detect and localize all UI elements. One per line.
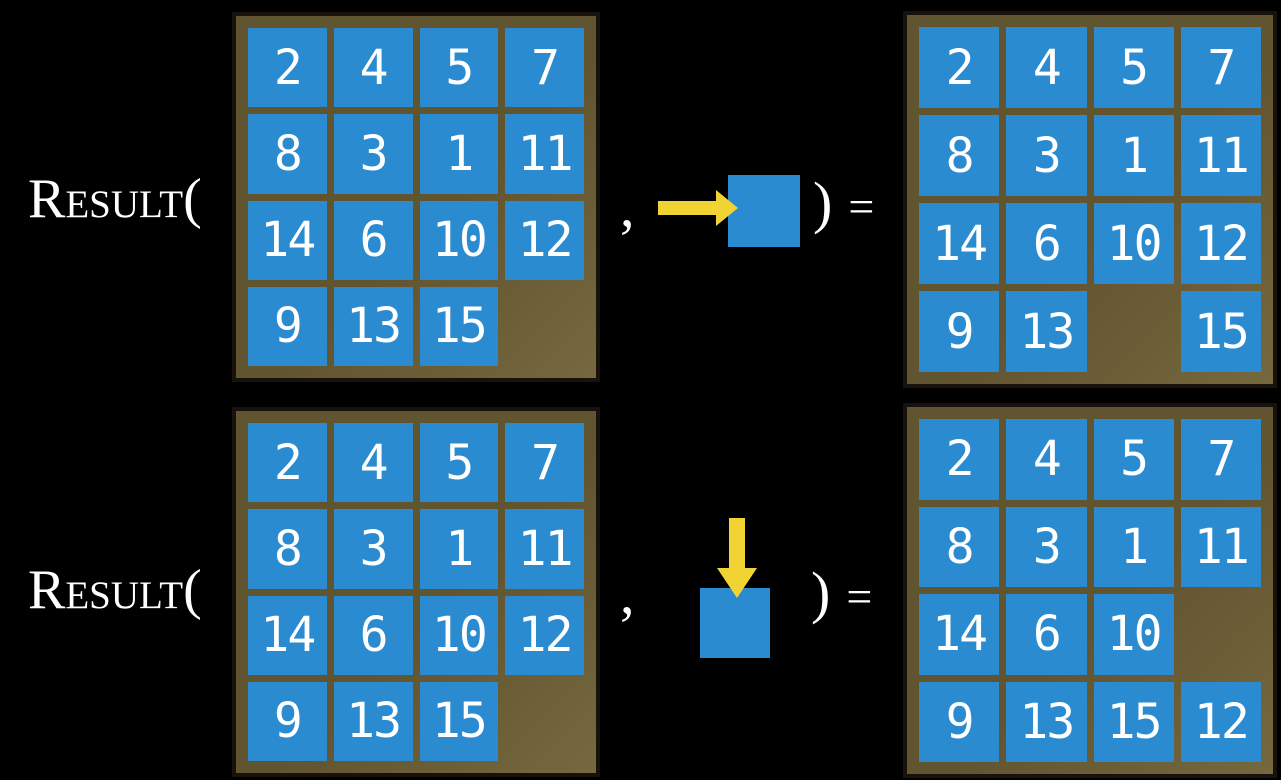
puzzle-tile-14: 14 <box>919 594 1000 675</box>
puzzle-tile-5: 5 <box>1093 27 1174 108</box>
puzzle-tile-9: 9 <box>919 291 1000 372</box>
puzzle-tile-12: 12 <box>1180 681 1261 762</box>
result-function-label: Result( <box>28 168 202 230</box>
puzzle-tile-2: 2 <box>248 423 327 503</box>
puzzle-tile-3: 3 <box>333 509 413 589</box>
puzzle-tile-11: 11 <box>505 114 584 194</box>
puzzle-tile-15: 15 <box>1093 681 1174 762</box>
puzzle-tile-3: 3 <box>333 114 413 194</box>
equals-sign: = <box>846 571 873 622</box>
puzzle-tile-5: 5 <box>419 28 499 108</box>
puzzle-tile-14: 14 <box>248 200 327 280</box>
puzzle-tile-8: 8 <box>919 506 1000 587</box>
blank-cell <box>1094 291 1174 372</box>
puzzle-tile-11: 11 <box>505 509 584 589</box>
puzzle-tile-11: 11 <box>1180 115 1261 196</box>
puzzle-tile-13: 13 <box>1006 681 1087 762</box>
blank-cell <box>505 682 584 761</box>
puzzle-tile-9: 9 <box>248 286 327 366</box>
puzzle-tile-10: 10 <box>419 200 499 280</box>
comma-separator: , <box>620 561 635 626</box>
puzzle-tile-4: 4 <box>1006 27 1087 108</box>
puzzle-tile-6: 6 <box>1006 203 1087 284</box>
blank-cell <box>505 287 584 366</box>
puzzle-tile-4: 4 <box>1006 419 1087 500</box>
puzzle-tile-3: 3 <box>1006 506 1087 587</box>
puzzle-tile-11: 11 <box>1180 506 1261 587</box>
puzzle-tile-15: 15 <box>419 681 499 761</box>
puzzle-tile-2: 2 <box>919 27 1000 108</box>
puzzle-tile-14: 14 <box>248 595 327 675</box>
closing-paren-equals: )= <box>813 174 874 232</box>
puzzle-tile-5: 5 <box>1093 419 1174 500</box>
puzzle-tile-1: 1 <box>419 509 499 589</box>
puzzle-tile-7: 7 <box>505 28 584 108</box>
result-function-label: Result( <box>28 559 202 621</box>
puzzle-tile-7: 7 <box>1180 27 1261 108</box>
puzzle-tile-6: 6 <box>333 200 413 280</box>
puzzle-tile-3: 3 <box>1006 115 1087 196</box>
puzzle-tile-2: 2 <box>248 28 327 108</box>
puzzle-tile-1: 1 <box>419 114 499 194</box>
puzzle-tile-15: 15 <box>419 286 499 366</box>
puzzle-tile-7: 7 <box>505 423 584 503</box>
down-arrow-icon <box>717 518 757 598</box>
puzzle-tile-12: 12 <box>505 595 584 675</box>
right-arrow-icon <box>658 190 738 226</box>
moved-tile-square <box>728 175 800 247</box>
puzzle-tile-10: 10 <box>1093 203 1174 284</box>
puzzle-tile-6: 6 <box>1006 594 1087 675</box>
puzzle-tile-12: 12 <box>1180 203 1261 284</box>
blank-cell <box>1181 594 1261 675</box>
closing-paren: ) <box>811 560 831 625</box>
puzzle-tile-2: 2 <box>919 419 1000 500</box>
closing-paren-equals: )= <box>811 564 872 622</box>
puzzle-tile-8: 8 <box>248 509 327 589</box>
puzzle-tile-10: 10 <box>419 595 499 675</box>
puzzle-tile-4: 4 <box>333 423 413 503</box>
puzzle-tile-13: 13 <box>333 681 413 761</box>
puzzle-tile-10: 10 <box>1093 594 1174 675</box>
puzzle-tile-1: 1 <box>1093 115 1174 196</box>
puzzle-tile-8: 8 <box>248 114 327 194</box>
puzzle-tile-15: 15 <box>1180 291 1261 372</box>
puzzle-tile-13: 13 <box>333 286 413 366</box>
puzzle-tile-7: 7 <box>1180 419 1261 500</box>
moved-tile-square <box>700 588 770 658</box>
closing-paren: ) <box>813 170 833 235</box>
puzzle-tile-13: 13 <box>1006 291 1087 372</box>
equals-sign: = <box>848 181 875 232</box>
puzzle-tile-6: 6 <box>333 595 413 675</box>
puzzle-tile-5: 5 <box>419 423 499 503</box>
puzzle-tile-9: 9 <box>919 681 1000 762</box>
puzzle-tile-12: 12 <box>505 200 584 280</box>
comma-separator: , <box>620 174 635 239</box>
puzzle-tile-4: 4 <box>333 28 413 108</box>
puzzle-tile-1: 1 <box>1093 506 1174 587</box>
puzzle-tile-9: 9 <box>248 681 327 761</box>
puzzle-tile-8: 8 <box>919 115 1000 196</box>
puzzle-tile-14: 14 <box>919 203 1000 284</box>
